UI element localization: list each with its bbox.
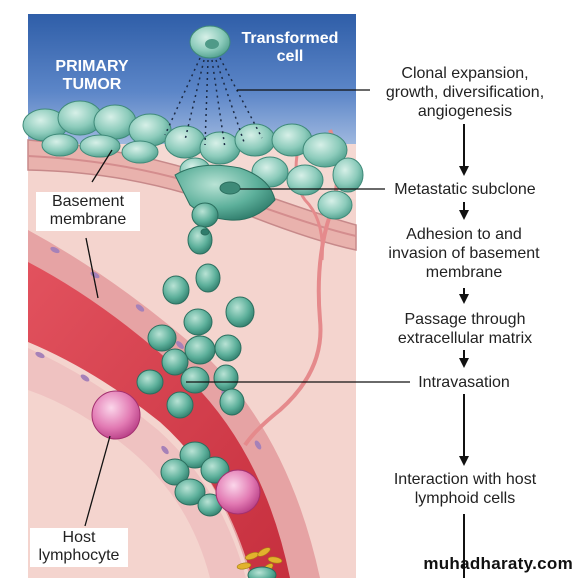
leader-lines [84,89,410,527]
lymphocyte-cell-2 [215,469,261,515]
blood-vessel-lower-wall [28,348,246,578]
watermark: muhadharaty.com [423,554,573,573]
flow-arrows [459,124,469,578]
metastatic-subclone [174,164,276,255]
capillary-branch [294,139,324,261]
transformed-cell-label: Transformed cell [241,30,339,66]
step-passage-ecm: Passage through extracellular matrix [397,311,533,348]
step-clonal-expansion: Clonal expansion, growth, diversificatio… [385,65,545,121]
clonal-expansion-rays [164,57,263,149]
host-lymphocyte-label: Host lymphocyte [30,528,128,567]
host-lymphocyte-cell [91,390,141,440]
step-host-interaction: Interaction with host lymphoid cells [393,471,537,508]
invading-cells [136,263,255,419]
step-intravasation: Intravasation [418,374,510,391]
small-embolus [247,566,277,578]
basement-membrane-label: Basement membrane [36,192,140,231]
step-adhesion-invasion: Adhesion to and invasion of basement mem… [388,226,540,282]
step-metastatic-subclone: Metastatic subclone [394,181,536,198]
tumor-embolus [160,441,230,517]
primary-tumor-label: PRIMARY TUMOR [55,58,129,94]
